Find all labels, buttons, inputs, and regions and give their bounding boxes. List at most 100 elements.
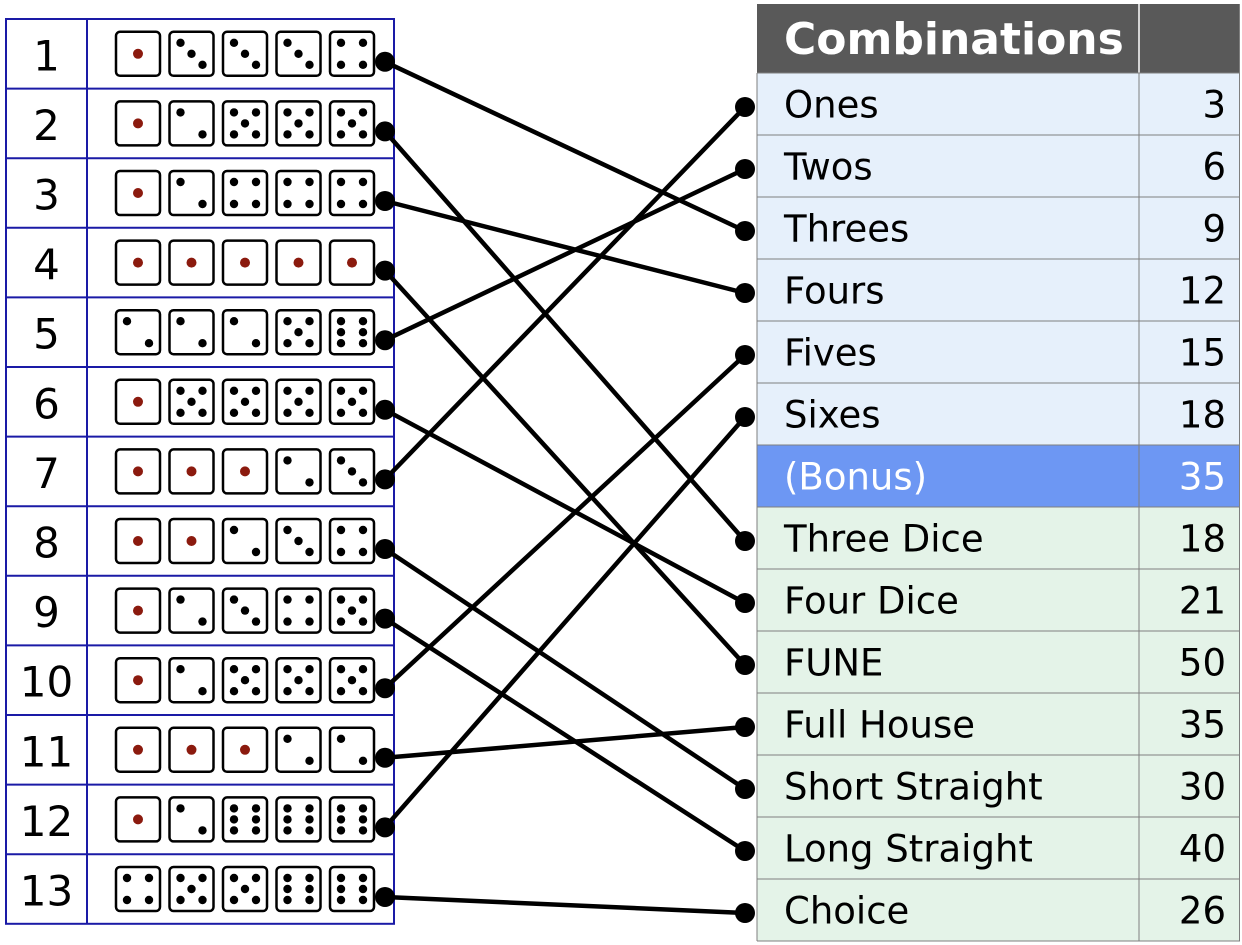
die-pip	[251, 547, 261, 557]
category-row: Threes 9	[757, 197, 1240, 259]
roll-row: 1	[33, 30, 376, 80]
connector-end-dot	[735, 283, 755, 303]
die-pip	[336, 895, 346, 905]
die-pip	[133, 257, 143, 268]
roll-number: 11	[20, 727, 73, 776]
die-face-2	[275, 726, 322, 774]
die-pip	[358, 130, 368, 139]
die-pip	[358, 665, 368, 674]
die-pip	[336, 525, 346, 535]
category-name: Ones	[784, 84, 879, 127]
connector-line	[382, 352, 748, 691]
connector-line	[382, 166, 748, 343]
die-pip	[305, 547, 314, 557]
die-face-3	[168, 30, 215, 78]
die-face-5	[221, 378, 269, 426]
connector-line	[382, 546, 748, 792]
die-face-4	[221, 169, 269, 217]
die-face-1	[114, 587, 162, 634]
die-pip	[283, 895, 292, 905]
die-pip	[294, 676, 303, 685]
die-pip	[358, 199, 368, 209]
category-row-bg	[757, 631, 1240, 693]
category-score: 9	[1202, 208, 1226, 251]
die-pip	[251, 339, 261, 348]
die-face-1	[221, 726, 269, 774]
die-face-1	[168, 517, 215, 565]
die-outline	[328, 865, 376, 913]
die-pip	[229, 525, 239, 535]
roll-number: 13	[20, 867, 73, 916]
die-pip	[283, 199, 292, 209]
category-row-bg	[757, 321, 1240, 383]
die-pip	[347, 467, 357, 476]
die-pip	[358, 687, 368, 696]
table-header-title: Combinations	[784, 14, 1124, 65]
connector-start-dot	[375, 469, 395, 490]
category-name: Threes	[783, 208, 909, 251]
roll-row: 3	[33, 169, 376, 220]
die-pip	[176, 108, 185, 117]
roll-row: 6	[33, 378, 376, 428]
roll-number: 1	[33, 31, 60, 80]
die-pip	[240, 257, 250, 268]
die-pip	[358, 815, 368, 824]
die-pip	[176, 873, 185, 883]
die-outline	[114, 865, 162, 913]
die-outline	[275, 865, 322, 913]
die-pip	[305, 177, 314, 187]
die-face-2	[168, 656, 215, 704]
die-pip	[358, 826, 368, 835]
die-pip	[240, 49, 250, 58]
die-pip	[294, 536, 303, 546]
die-pip	[198, 873, 207, 883]
roll-number: 3	[33, 171, 60, 220]
die-pip	[336, 873, 346, 883]
connector-end-dot	[735, 655, 755, 675]
category-score: 40	[1179, 828, 1226, 871]
die-face-2	[328, 726, 376, 774]
connector-line	[382, 268, 748, 668]
die-face-1	[114, 726, 162, 774]
die-pip	[305, 478, 314, 487]
category-row-bg	[757, 383, 1240, 445]
die-pip	[251, 386, 261, 395]
die-pip	[358, 547, 368, 557]
die-outline	[168, 169, 215, 217]
die-face-5	[328, 587, 376, 634]
die-outline	[114, 308, 162, 356]
category-row-bg	[757, 445, 1240, 507]
die-pip	[176, 177, 185, 187]
roll-row: 4	[33, 239, 376, 289]
die-pip	[251, 60, 261, 69]
connector	[375, 887, 755, 923]
die-pip	[198, 130, 207, 139]
connector-line	[382, 104, 748, 482]
die-pip	[240, 884, 250, 894]
die-pip	[176, 804, 185, 813]
die-pip	[336, 60, 346, 69]
category-row-bg	[757, 135, 1240, 197]
connector-start-dot	[375, 121, 395, 142]
die-pip	[251, 826, 261, 835]
die-face-2	[168, 100, 215, 147]
die-pip	[229, 665, 239, 674]
die-pip	[229, 804, 239, 813]
die-pip	[305, 617, 314, 626]
connector	[375, 539, 755, 799]
die-pip	[251, 804, 261, 813]
die-pip	[133, 396, 143, 407]
die-pip	[336, 177, 346, 187]
die-face-4	[275, 169, 322, 217]
die-face-2	[168, 169, 215, 217]
die-pip	[293, 257, 304, 268]
connection-lines	[375, 51, 755, 923]
die-pip	[122, 895, 132, 905]
category-score: 30	[1179, 766, 1226, 809]
roll-row: 12	[20, 796, 376, 846]
